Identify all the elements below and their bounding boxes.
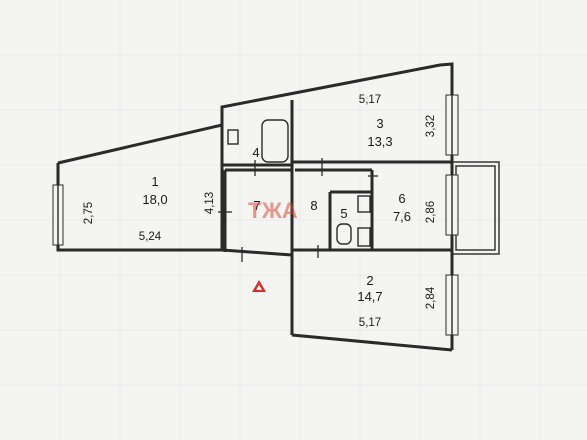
dimension-room-2-width: 2,84	[425, 286, 437, 309]
dimension-room-6-width: 2,86	[425, 201, 437, 223]
bathtub-icon	[261, 119, 289, 163]
room-1-area: 18,0	[142, 192, 167, 207]
dimension-corridor: 4,13	[204, 192, 216, 214]
door-marks	[218, 158, 378, 262]
dimension-labels: 2,75 5,24 4,13 5,17 3,32 2,86 2,84 5,17	[83, 94, 437, 329]
room-6-number: 6	[398, 191, 405, 206]
dimension-room-3-width: 3,32	[425, 115, 437, 137]
watermark-text: ТЖА	[248, 198, 298, 223]
radiator-icon	[357, 195, 371, 213]
stove-icon	[357, 227, 371, 247]
watermark: ТЖА	[248, 198, 298, 292]
room-1-number: 1	[151, 174, 158, 189]
balcony	[451, 161, 500, 255]
room-7-number: 7	[253, 198, 260, 213]
toilet-icon	[336, 223, 352, 245]
room-labels: 1 18,0 2 14,7 3 13,3 4 5 6 7,6 7 8	[142, 116, 411, 304]
room-2-number: 2	[366, 273, 373, 288]
sink-icon	[227, 129, 239, 145]
room-3-number: 3	[376, 116, 383, 131]
room-6-area: 7,6	[393, 209, 411, 224]
room-8-number: 8	[310, 198, 317, 213]
room-4-number: 4	[252, 145, 259, 160]
room-3-area: 13,3	[367, 134, 392, 149]
room-2-area: 14,7	[357, 289, 382, 304]
inner-walls	[222, 100, 452, 255]
fixtures	[227, 119, 371, 247]
dimension-room-1-width: 2,75	[83, 202, 95, 224]
dimension-room-2-length: 5,17	[359, 317, 381, 329]
windows	[52, 94, 459, 336]
dimension-room-3-length: 5,17	[359, 94, 381, 106]
room-5-number: 5	[340, 206, 347, 221]
dimension-room-1-length: 5,24	[139, 231, 162, 243]
